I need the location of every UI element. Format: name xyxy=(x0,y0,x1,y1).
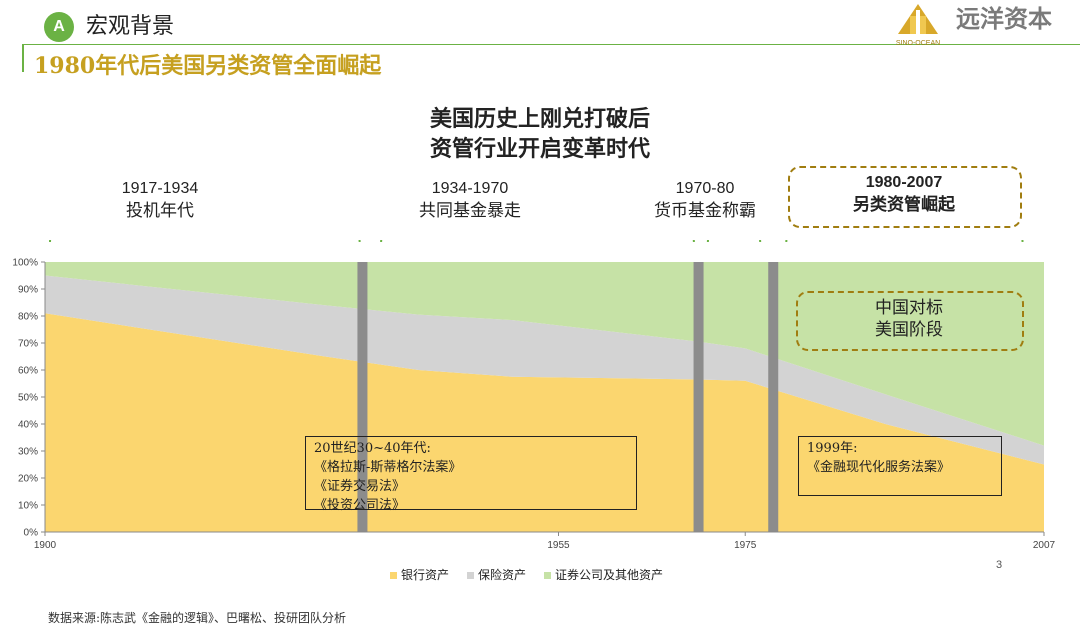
data-source: 数据来源:陈志武《金融的逻辑》、巴曙松、投研团队分析 xyxy=(48,611,347,625)
period-bracket-1 xyxy=(48,240,361,243)
note-line: 《格拉斯-斯蒂格尔法案》 xyxy=(314,460,462,475)
period-label-1980-2007: 1980-2007 另类资管崛起 xyxy=(790,172,1018,216)
y-tick-label: 30% xyxy=(18,447,38,458)
y-tick-label: 70% xyxy=(18,339,38,350)
legend-swatch-securities xyxy=(544,571,552,579)
legend-label: 证券公司及其他资产 xyxy=(555,568,664,582)
legend-item-insurance: 保险资产 xyxy=(467,566,526,584)
period-divider-3 xyxy=(768,262,779,532)
legend-item-securities: 证券公司及其他资产 xyxy=(544,566,663,584)
note-line: 《投资公司法》 xyxy=(314,498,406,513)
note-line: 20世纪30~40年代: xyxy=(314,441,431,456)
y-tick-label: 80% xyxy=(18,312,38,323)
header-divider-vertical xyxy=(22,44,24,72)
section-badge: A xyxy=(44,12,74,42)
period-label-1917-1934: 1917-1934 投机年代 xyxy=(80,178,240,222)
sino-ocean-logo-icon: SINO-OCEAN xyxy=(896,4,940,47)
period-divider-2 xyxy=(693,262,704,532)
y-tick-label: 50% xyxy=(18,393,38,404)
y-tick-label: 10% xyxy=(18,501,38,512)
china-callout-line-2: 美国阶段 xyxy=(875,320,943,340)
period-label-1934-1970: 1934-1970 共同基金暴走 xyxy=(380,178,560,222)
period-name: 货币基金称霸 xyxy=(654,201,756,221)
stacked-area-chart: 0% 10% 20% 30% 40% 50% 60% 70% 80% 90% 100% 1900 195… xyxy=(12,240,1056,551)
y-tick-label: 20% xyxy=(18,474,38,485)
china-benchmark-box xyxy=(796,291,1024,351)
y-tick-label: 100% xyxy=(12,258,38,269)
legend-label: 保险资产 xyxy=(478,568,527,582)
legend-item-bank: 银行资产 xyxy=(390,566,449,584)
slide-subtitle: 1980年代后美国另类资管全面崛起 xyxy=(34,53,382,79)
period-bracket-3 xyxy=(706,240,762,243)
period-divider-1 xyxy=(357,262,368,532)
section-title: 宏观背景 xyxy=(86,14,175,39)
note-line: 《证券交易法》 xyxy=(314,479,406,494)
y-tick-label: 40% xyxy=(18,420,38,431)
legend-label: 银行资产 xyxy=(401,568,450,582)
period-name: 投机年代 xyxy=(126,201,194,221)
x-tick-label: 1975 xyxy=(734,540,757,551)
y-tick-label: 90% xyxy=(18,285,38,296)
x-tick-label: 2007 xyxy=(1033,540,1056,551)
chart-title: 美国历史上刚兑打破后 资管行业开启变革时代 xyxy=(380,104,700,164)
area-series-0 xyxy=(45,313,1044,532)
period-name: 另类资管崛起 xyxy=(853,195,955,215)
china-benchmark-label: 中国对标 美国阶段 xyxy=(796,297,1022,341)
header-divider xyxy=(22,44,1080,45)
page-number: 3 xyxy=(996,559,1003,571)
period-name: 共同基金暴走 xyxy=(419,201,521,221)
period-label-1970-80: 1970-80 货币基金称霸 xyxy=(620,178,790,222)
chart-legend: 银行资产 保险资产 证券公司及其他资产 xyxy=(390,566,730,584)
y-tick-label: 0% xyxy=(24,528,39,539)
area-series-2 xyxy=(45,262,1044,446)
period-years: 1917-1934 xyxy=(121,180,199,197)
period-highlight-box xyxy=(788,166,1022,228)
x-tick-label: 1900 xyxy=(34,540,57,551)
note-line: 《金融现代化服务法案》 xyxy=(807,460,951,475)
period-years: 1934-1970 xyxy=(431,180,509,197)
legend-swatch-insurance xyxy=(467,571,475,579)
period-bracket-2 xyxy=(380,240,695,243)
period-years: 1970-80 xyxy=(675,180,735,197)
period-years: 1980-2007 xyxy=(865,174,943,191)
y-tick-label: 60% xyxy=(18,366,38,377)
regulation-note-1999: 1999年: 《金融现代化服务法案》 xyxy=(798,436,1002,496)
x-tick-label: 1955 xyxy=(547,540,570,551)
legend-swatch-bank xyxy=(390,571,397,579)
note-line: 1999年: xyxy=(807,441,858,456)
regulation-note-1930s: 20世纪30~40年代: 《格拉斯-斯蒂格尔法案》 《证券交易法》 《投资公司法… xyxy=(305,436,637,513)
china-callout-line-1: 中国对标 xyxy=(875,298,943,318)
brand-name: 远洋资本 xyxy=(956,6,1052,33)
logo-lettering: SINO-OCEAN xyxy=(896,40,940,47)
period-bracket-4 xyxy=(785,240,1024,243)
chart-title-line-2: 资管行业开启变革时代 xyxy=(429,136,650,162)
chart-title-line-1: 美国历史上刚兑打破后 xyxy=(429,106,650,132)
area-series-1 xyxy=(45,275,1044,465)
